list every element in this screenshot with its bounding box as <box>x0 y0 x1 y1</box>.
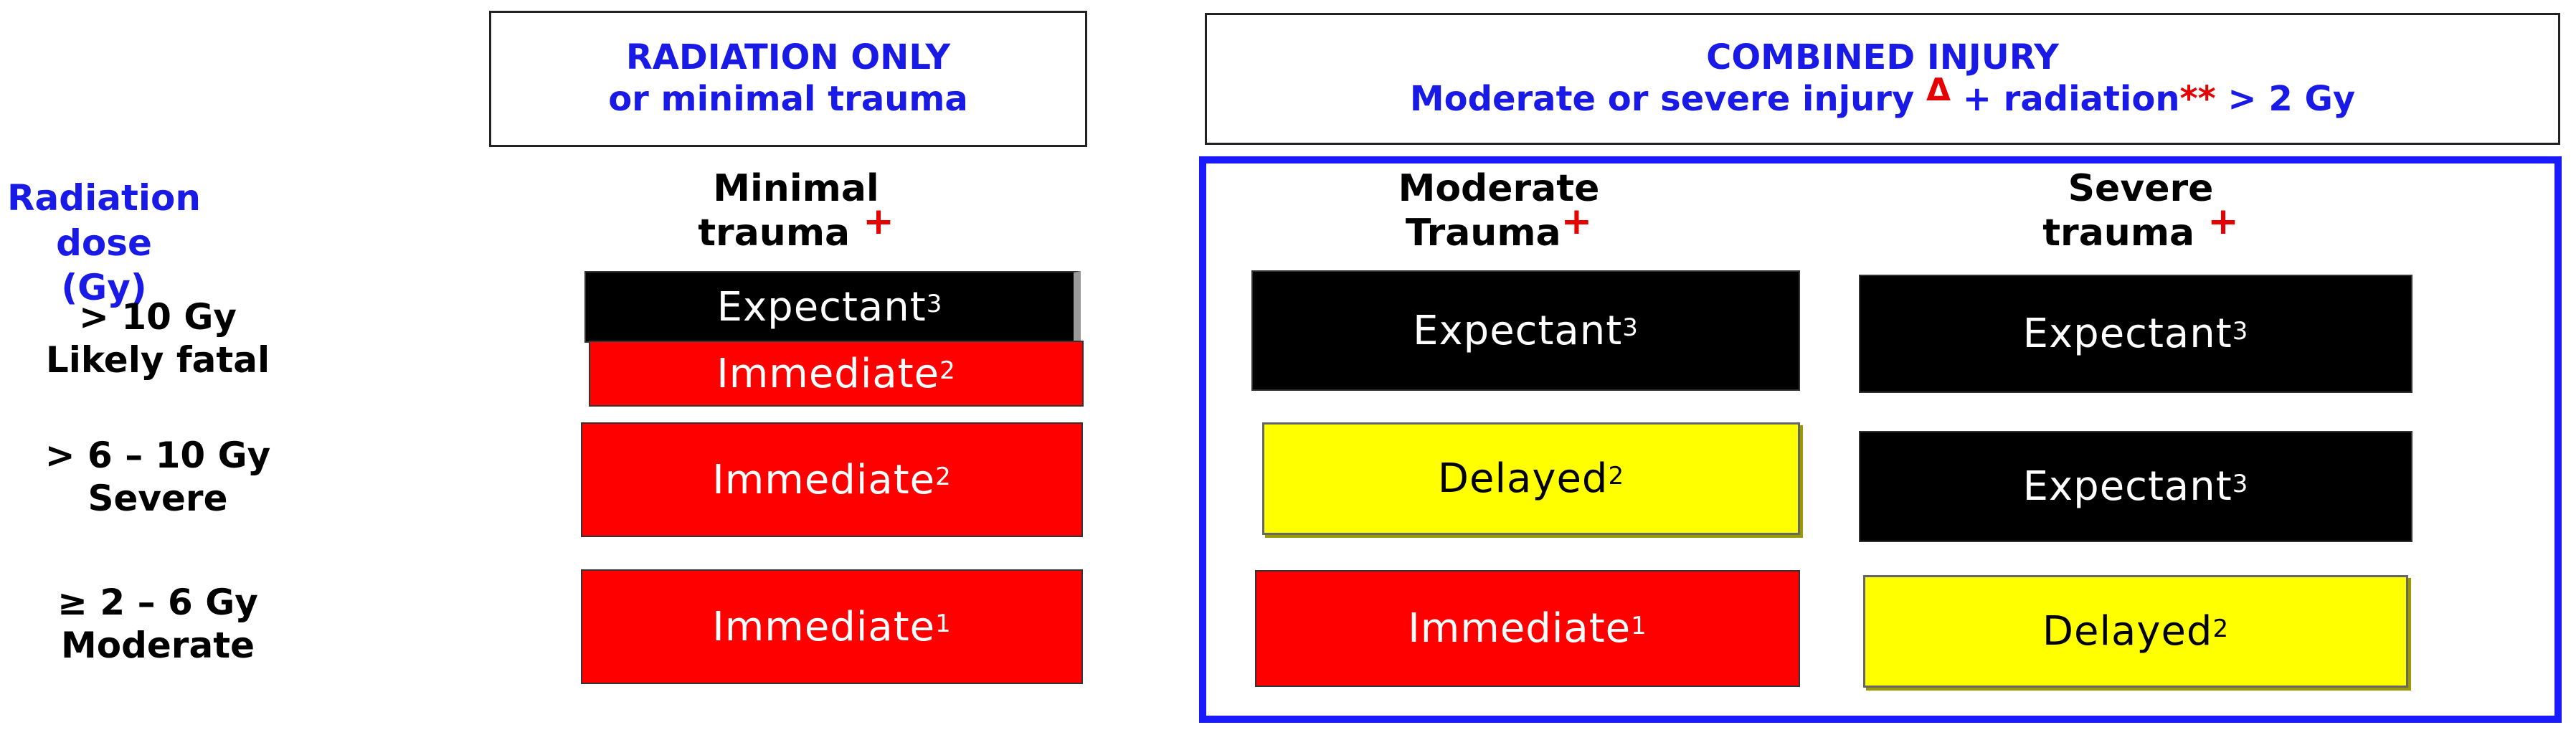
double-asterisk-marker: ** <box>2179 79 2216 119</box>
dose-row-label-10gy: > 10 Gy Likely fatal <box>45 296 270 381</box>
radiation-dose-title: Radiation dose (Gy) <box>7 177 201 308</box>
plus-marker: + <box>2207 200 2239 244</box>
dose-row-label-2-6gy: ≥ 2 – 6 Gy Moderate <box>57 582 258 666</box>
column-label-severe-trauma: Severe trauma + <box>2042 167 2239 255</box>
combined-injury-title: COMBINED INJURY <box>1706 37 2059 78</box>
combined-injury-frame <box>1199 156 2562 723</box>
triangle-marker: Δ <box>1926 72 1951 108</box>
combined-injury-header: COMBINED INJURY Moderate or severe injur… <box>1205 13 2560 145</box>
radiation-only-title: RADIATION ONLY <box>625 37 951 78</box>
dose-row-label-6-10gy: > 6 – 10 Gy Severe <box>44 435 271 519</box>
combined-injury-subtitle: Moderate or severe injury Δ + radiation*… <box>1409 72 2356 119</box>
radiation-only-subtitle: or minimal trauma <box>608 79 968 119</box>
plus-marker: + <box>1561 200 1593 244</box>
radiation-only-header: RADIATION ONLY or minimal trauma <box>489 11 1087 147</box>
column-label-minimal-trauma: Minimal trauma + <box>698 167 894 255</box>
plus-marker: + <box>863 200 894 244</box>
column-label-moderate-trauma: Moderate Trauma+ <box>1398 167 1600 255</box>
